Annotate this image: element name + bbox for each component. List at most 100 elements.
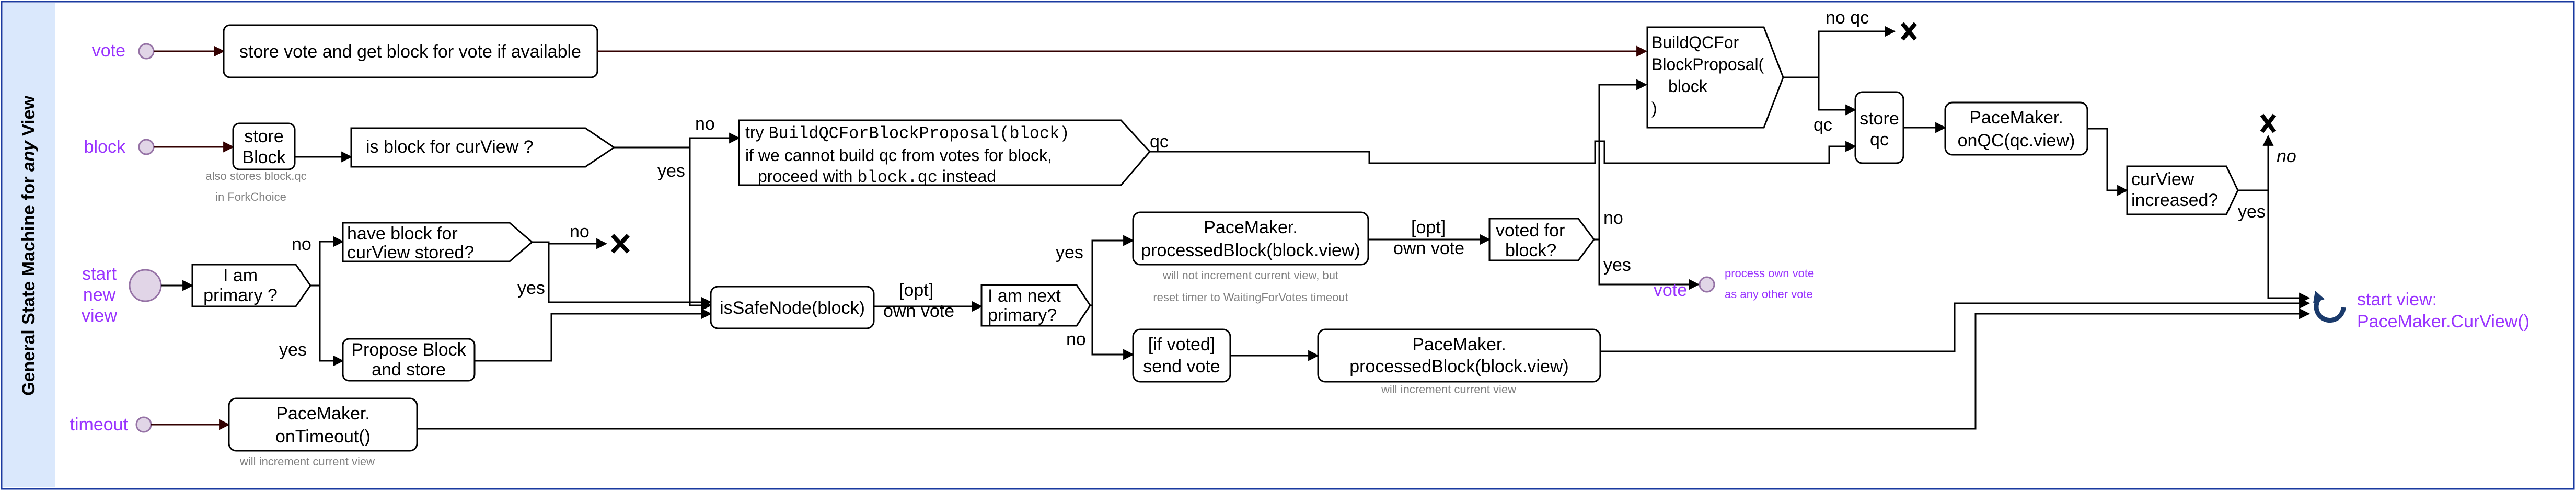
node-pacemaker-ontimeout-note: will increment current view	[239, 455, 375, 468]
edge-label-no-is-block: no	[695, 114, 715, 134]
edge-label-yes-curview: yes	[2238, 202, 2266, 222]
node-if-voted-send-line1: [if voted]	[1148, 335, 1216, 355]
terminate-icon	[2260, 113, 2277, 133]
edge-label-no-have-block: no	[570, 222, 590, 242]
edge-next-primary-yes	[1090, 235, 1135, 306]
edge-trybuild-qc-to-storeqc	[1150, 140, 1857, 164]
edge-propose-to-issafe	[475, 308, 712, 362]
edge-label-opt-1-line1: [opt]	[899, 280, 933, 300]
node-is-block-for-curview-text: is block for curView ?	[366, 137, 534, 157]
node-i-am-primary-line1: I am	[223, 266, 258, 286]
node-processed-block-1-line1: PaceMaker.	[1204, 218, 1298, 237]
edge-label-opt-2-line2: own vote	[1393, 238, 1464, 258]
edge-label-no-voted: no	[1603, 208, 1623, 228]
input-start-new-view-line3: view	[82, 306, 117, 326]
node-try-build-qc	[738, 119, 1151, 186]
node-is-block-for-curview	[350, 127, 616, 168]
edge-next-primary-no	[1091, 305, 1135, 360]
terminate-icon	[611, 234, 630, 254]
node-store-vote-text: store vote and get block for vote if ava…	[239, 42, 581, 62]
node-is-safe-node-text: isSafeNode(block)	[720, 298, 865, 318]
node-i-am-next-primary	[980, 284, 1091, 327]
edge-label-no-next-primary: no	[1066, 329, 1086, 349]
node-curview-increased-line1: curView	[2131, 169, 2194, 189]
sidebar-title: General State Machine for any View	[19, 96, 39, 396]
input-vote-label: vote	[92, 41, 125, 61]
node-store-block-note-line1: also stores block.qc	[205, 169, 306, 182]
node-i-am-next-primary-line1: I am next	[988, 286, 1061, 306]
edge-ontimeout-to-start-view	[417, 308, 2311, 430]
own-vote-output-label: vote	[1654, 280, 1687, 300]
own-vote-output-marker	[1699, 276, 1715, 293]
node-processed-block-1-note-line2: reset timer to WaitingForVotes timeout	[1153, 291, 1348, 304]
node-store-block-note-line2: in ForkChoice	[215, 190, 286, 203]
node-build-qc-line1: BuildQCFor	[1651, 33, 1739, 52]
node-try-build-qc-line3: proceed with block.qc instead	[758, 167, 996, 187]
node-build-qc-line4: )	[1651, 99, 1657, 118]
start-view-line2: PaceMaker.CurView()	[2357, 312, 2529, 332]
edge-label-yes-next-primary: yes	[1056, 243, 1083, 262]
input-block-label: block	[84, 137, 126, 157]
node-i-am-primary	[191, 264, 311, 307]
node-is-safe-node	[710, 286, 875, 329]
edge-label-no-primary: no	[292, 234, 311, 254]
node-processed-block-2-line1: PaceMaker.	[1412, 335, 1506, 355]
node-processed-block-1	[1132, 211, 1369, 266]
node-processed-block-2-line2: processedBlock(block.view)	[1349, 357, 1569, 376]
node-store-block	[232, 122, 296, 170]
edge-primary-yes	[319, 286, 344, 367]
node-voted-for-block	[1488, 218, 1595, 261]
edge-label-no-curview-side: no	[2277, 146, 2296, 166]
node-pacemaker-onqc-line2: onQC(qc.view)	[1958, 131, 2075, 151]
node-processed-block-2-note: will increment current view	[1381, 383, 1516, 396]
terminate-icon	[1900, 22, 1917, 41]
own-vote-note-line2: as any other vote	[1725, 288, 1813, 301]
edge-primary-no	[310, 236, 344, 287]
edge-label-qc-right: qc	[1150, 132, 1169, 152]
edge-voted-yes	[1598, 239, 1700, 290]
edge-isblock-yes	[689, 147, 712, 311]
node-pacemaker-ontimeout-line2: onTimeout()	[275, 427, 371, 447]
input-start-new-view-line1: start	[82, 264, 117, 284]
node-propose-block-line1: Propose Block	[351, 340, 466, 360]
node-build-qc-line2: BlockProposal(	[1651, 55, 1764, 74]
edge-label-opt-1-line2: own vote	[883, 301, 954, 321]
edge-isblock-no	[614, 132, 741, 149]
start-view-line1: start view:	[2357, 290, 2437, 310]
node-store-block-line1: store	[244, 127, 284, 146]
input-vote-marker	[138, 43, 155, 60]
node-i-am-next-primary-line2: primary?	[988, 305, 1057, 325]
node-build-qc	[1646, 26, 1784, 129]
node-if-voted-send-line2: send vote	[1143, 357, 1220, 376]
node-processed-block-2	[1317, 328, 1601, 383]
input-block-marker	[138, 139, 155, 155]
node-i-am-primary-line2: primary ?	[203, 286, 278, 305]
node-curview-increased	[2126, 165, 2239, 215]
sidebar	[3, 3, 55, 487]
edge-label-yes-primary: yes	[279, 340, 307, 360]
edge-curview-yes	[2267, 190, 2311, 304]
node-have-block-line1: have block for	[347, 224, 458, 244]
edge-curview-no	[2238, 134, 2274, 191]
node-pacemaker-ontimeout	[228, 397, 418, 452]
edge-buildqc-no-qc	[1783, 26, 1896, 78]
node-build-qc-line3: block	[1668, 77, 1708, 96]
input-start-new-view-line2: new	[83, 285, 116, 305]
node-have-block	[342, 222, 534, 262]
node-voted-for-block-line2: block?	[1505, 241, 1556, 260]
node-processed-block-1-note-line1: will not increment current view, but	[1162, 269, 1338, 282]
node-have-block-line2: curView stored?	[347, 243, 474, 262]
input-timeout-marker	[135, 416, 152, 433]
own-vote-note-line1: process own vote	[1725, 267, 1814, 280]
input-start-new-view-marker	[129, 269, 162, 302]
edge-voted-no	[1594, 79, 1648, 241]
refresh-arrow-icon	[2313, 291, 2346, 323]
edge-have-block-yes	[548, 242, 712, 308]
node-store-block-line2: Block	[242, 147, 286, 167]
node-store-qc-line1: store	[1859, 109, 1899, 129]
node-curview-increased-line2: increased?	[2131, 190, 2218, 210]
edge-have-block-no	[532, 238, 608, 249]
node-propose-block-line2: and store	[372, 360, 446, 380]
